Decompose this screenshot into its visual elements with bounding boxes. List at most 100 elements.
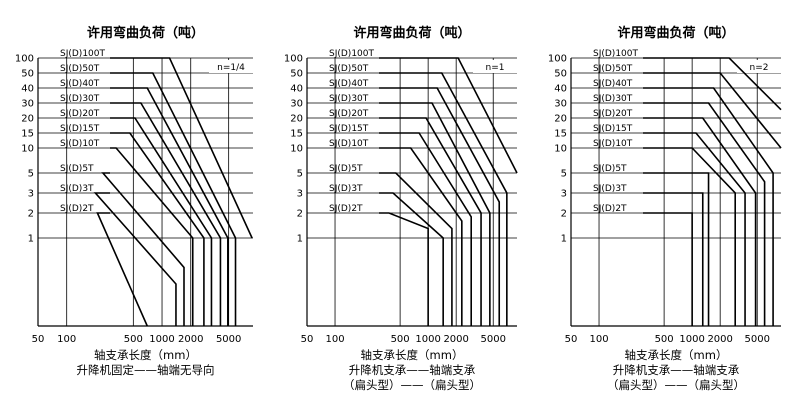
y-tick-label: 10 (21, 144, 34, 155)
series-line (379, 102, 491, 326)
series-line (110, 87, 229, 326)
y-tick-label: 40 (554, 84, 567, 95)
series-label: SJ(D)30T (593, 94, 633, 104)
y-tick-label: 1 (28, 234, 34, 245)
series-line (110, 132, 205, 326)
y-tick-label: 5 (297, 169, 303, 180)
x-tick-label: 50 (301, 334, 314, 345)
n-annotation: n=1 (486, 63, 505, 73)
chart-caption: （扁头型）——（扁头型） (343, 378, 481, 392)
x-tick-label: 500 (655, 334, 674, 345)
series-label: SJ(D)15T (593, 124, 633, 134)
x-tick-label: 50 (565, 334, 578, 345)
y-tick-label: 40 (21, 84, 34, 95)
x-tick-label: 5000 (216, 334, 241, 345)
y-tick-label: 1 (561, 234, 567, 245)
series-line (379, 117, 482, 326)
series-line (643, 192, 704, 326)
y-tick-label: 2 (561, 209, 567, 220)
series-line (379, 147, 463, 326)
n-annotation-box (473, 60, 517, 73)
y-tick-label: 2 (297, 209, 303, 220)
series-line (643, 172, 710, 326)
y-tick-label: 2 (28, 209, 34, 220)
series-line (379, 132, 473, 326)
x-tick-label: 1000 (415, 334, 440, 345)
chart-caption: （扁头型）——（扁头型） (607, 378, 745, 392)
y-tick-label: 40 (290, 84, 303, 95)
series-label: SJ(D)100T (329, 49, 374, 59)
y-tick-label: 3 (28, 189, 34, 200)
y-tick-label: 3 (561, 189, 567, 200)
series-line (101, 172, 185, 326)
y-tick-label: 15 (554, 129, 567, 140)
series-label: SJ(D)15T (60, 124, 100, 134)
x-tick-label: 100 (57, 334, 76, 345)
y-tick-label: 100 (548, 54, 567, 65)
x-tick-label: 1000 (679, 334, 704, 345)
series-line (379, 57, 518, 174)
y-tick-label: 5 (28, 169, 34, 180)
series-label: SJ(D)15T (329, 124, 369, 134)
series-line (110, 117, 213, 326)
chart-caption: 升降机固定——轴端无导向 (77, 363, 215, 377)
series-line (643, 117, 757, 326)
x-tick-label: 100 (589, 334, 608, 345)
series-label: SJ(D)5T (60, 164, 94, 174)
series-label: SJ(D)2T (60, 204, 94, 214)
series-label: SJ(D)100T (60, 49, 105, 59)
y-tick-label: 3 (297, 189, 303, 200)
series-line (379, 212, 429, 326)
series-label: SJ(D)50T (329, 64, 369, 74)
series-line (379, 72, 508, 326)
x-tick-label: 50 (32, 334, 45, 345)
y-tick-label: 30 (21, 99, 34, 110)
n-annotation: n=2 (750, 63, 769, 73)
x-tick-label: 2000 (443, 334, 468, 345)
series-line (643, 72, 782, 149)
series-label: SJ(D)3T (329, 184, 363, 194)
series-label: SJ(D)20T (60, 109, 100, 119)
y-tick-label: 10 (554, 144, 567, 155)
series-label: SJ(D)10T (329, 139, 369, 149)
series-line (379, 192, 444, 326)
series-line (643, 132, 746, 326)
chart-caption: 轴支承长度（mm） (94, 348, 197, 362)
series-label: SJ(D)3T (593, 184, 627, 194)
y-tick-label: 15 (21, 129, 34, 140)
y-tick-label: 20 (554, 114, 567, 125)
chart-title: 许用弯曲负荷（吨） (353, 25, 470, 41)
chart-title: 许用弯曲负荷（吨） (87, 25, 204, 41)
series-label: SJ(D)50T (593, 64, 633, 74)
y-tick-label: 100 (284, 54, 303, 65)
y-tick-label: 15 (290, 129, 303, 140)
y-tick-label: 5 (561, 169, 567, 180)
chart-caption: 轴支承长度（mm） (361, 348, 464, 362)
y-tick-label: 20 (21, 114, 34, 125)
series-label: SJ(D)40T (593, 79, 633, 89)
series-line (643, 87, 774, 326)
y-tick-label: 1 (297, 234, 303, 245)
chart-caption: 升降机支承——轴端支承 (349, 363, 476, 377)
n-annotation-box (209, 60, 253, 73)
series-line (110, 102, 222, 326)
series-label: SJ(D)40T (60, 79, 100, 89)
series-line (96, 212, 148, 327)
x-tick-label: 100 (325, 334, 344, 345)
y-tick-label: 100 (15, 54, 34, 65)
series-line (379, 172, 453, 326)
y-tick-label: 10 (290, 144, 303, 155)
series-label: SJ(D)20T (329, 109, 369, 119)
series-line (379, 87, 501, 326)
series-line (643, 102, 766, 326)
series-line (643, 212, 693, 326)
y-tick-label: 50 (21, 69, 34, 80)
series-label: SJ(D)10T (593, 139, 633, 149)
y-tick-label: 50 (554, 69, 567, 80)
x-tick-label: 2000 (707, 334, 732, 345)
series-label: SJ(D)20T (593, 109, 633, 119)
